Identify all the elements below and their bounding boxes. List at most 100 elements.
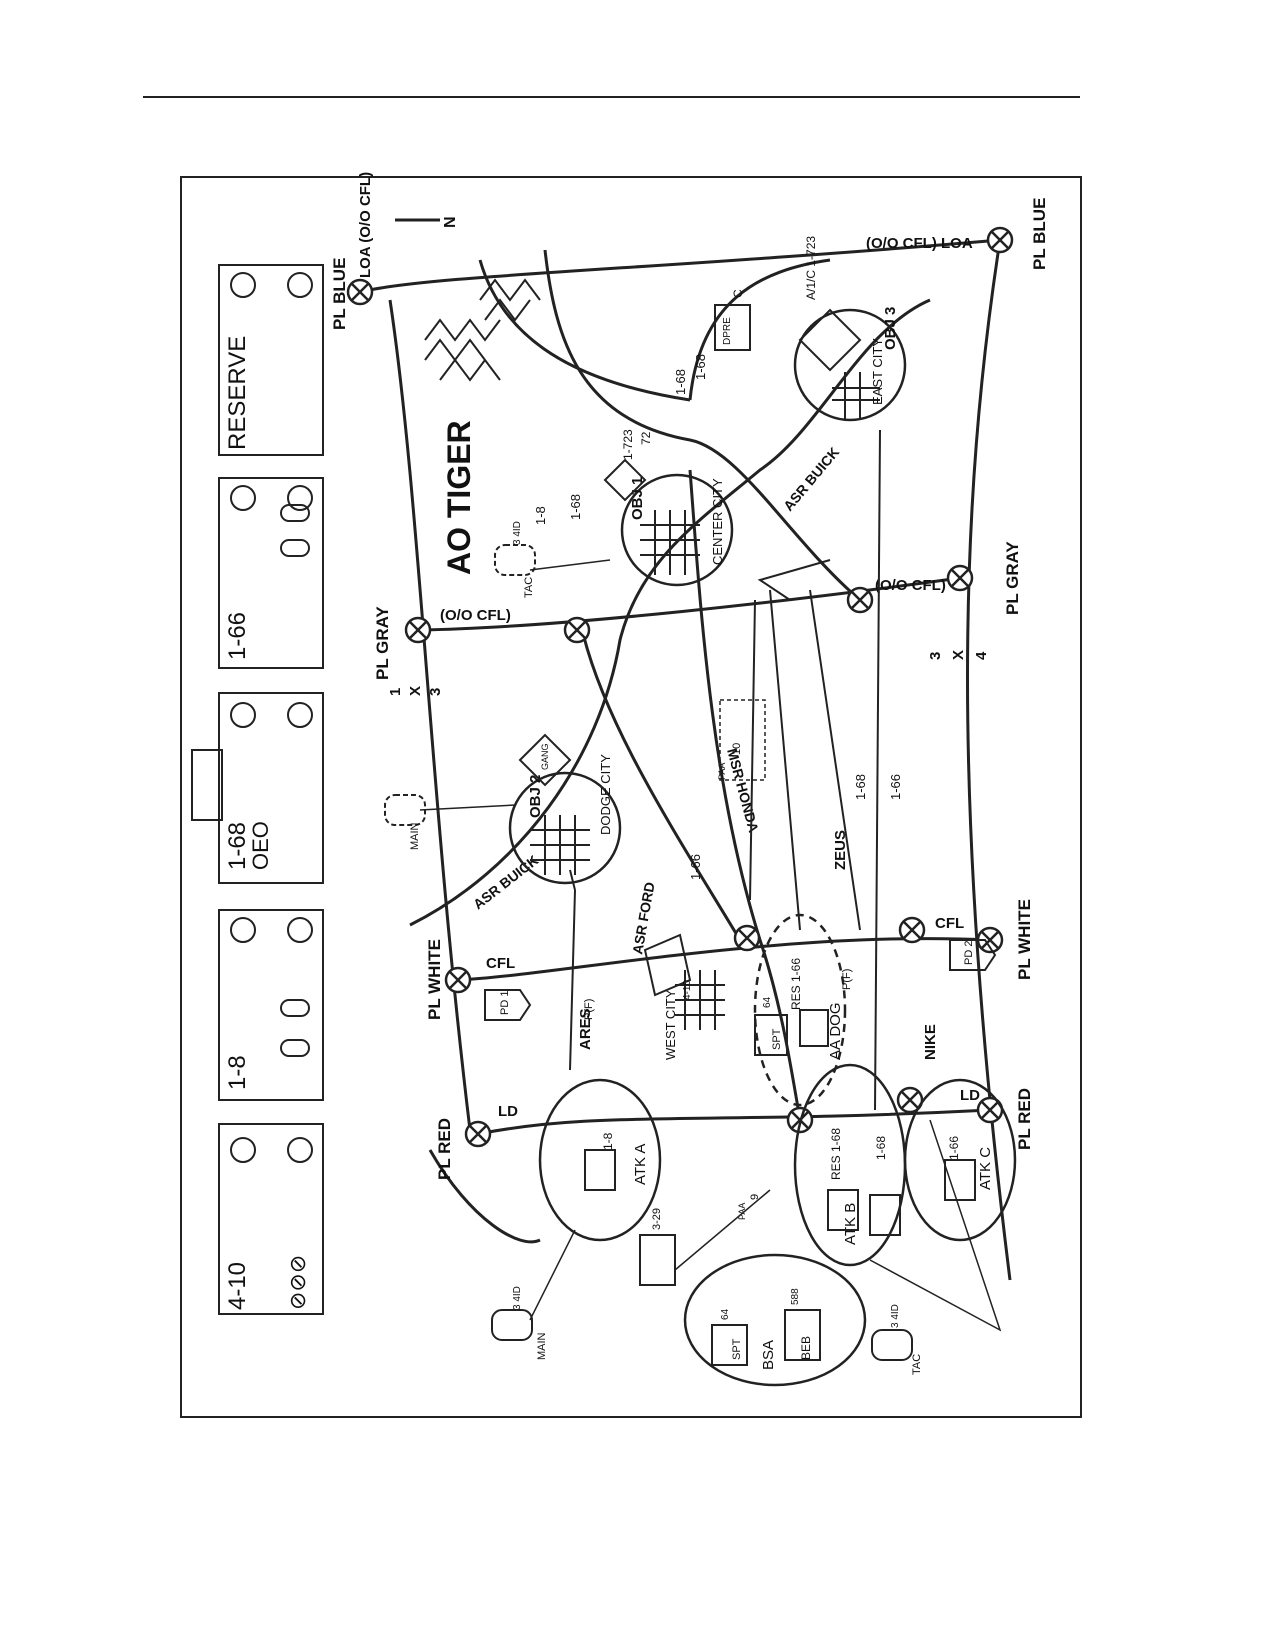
pf-label-2: P(F) [841, 969, 853, 990]
pl-red-marker-c [896, 1086, 924, 1114]
lower-left-route [428, 1149, 541, 1244]
paa-10-text: PAA [717, 763, 727, 780]
atk-b-label: ATK B [842, 1203, 859, 1245]
av-72-label: 72 [639, 431, 653, 445]
tac-cp-forward-num: 3 4ID [512, 521, 523, 545]
dpre-icon [714, 304, 751, 351]
task-org-box-1-8 [218, 909, 324, 1101]
map-frame [180, 176, 1082, 1418]
dpre-c: C [731, 289, 745, 298]
atk-b-unit-icon [869, 1194, 901, 1236]
unit-boundary-1-68-d: 1-68 [853, 774, 868, 800]
armor-icon [230, 485, 256, 511]
pl-gray-marker-east [946, 564, 974, 592]
axis-ares-arrow [569, 889, 576, 1071]
objectives [508, 308, 907, 885]
pl-red-marker-west [464, 1120, 492, 1148]
axis-zeus: ZEUS [832, 830, 849, 870]
boundary-34-x: X [950, 650, 967, 660]
aa-dog-label: AA DOG [827, 1002, 844, 1060]
unit-3-29-label: 3-29 [651, 1208, 663, 1230]
tac-cp-forward-icon [494, 544, 536, 576]
atk-b-unit: 1-68 [874, 1136, 888, 1160]
aa-dog-res-icon [799, 1009, 829, 1047]
pl-gray-label-west: PL GRAY [373, 606, 392, 680]
pd-icons [484, 939, 997, 1021]
axis-arrowhead [757, 559, 831, 601]
atk-a-unit: 1-8 [601, 1132, 615, 1150]
spt-64-num: 64 [762, 996, 773, 1008]
pd1-label: PD 1 [499, 991, 511, 1015]
forest-2 [479, 278, 541, 322]
bsa-label: BSA [760, 1340, 777, 1370]
pl-blue-marker-east [986, 226, 1014, 254]
boundary-east [966, 239, 1012, 1281]
task-org-label: 1-66 [224, 612, 251, 660]
paa-9-text: PAA [737, 1203, 747, 1220]
pl-blue-label-east: PL BLUE [1030, 198, 1049, 270]
beb-num: 588 [790, 1288, 801, 1305]
infantry-icon [287, 272, 313, 298]
link-main-obj2 [419, 804, 516, 811]
spt-64-label: SPT [771, 1028, 783, 1050]
axis-arrows [569, 429, 881, 1111]
infantry-icon [287, 485, 313, 511]
bsa-ellipse [683, 1253, 867, 1387]
boundary-34-a: 3 [927, 652, 944, 660]
axis-ares-arrowhead [569, 869, 576, 891]
spt-64-icon [754, 1014, 788, 1056]
task-org-box-reserve [218, 264, 324, 456]
avc-icon [798, 308, 862, 372]
atk-c-unit: 1-66 [947, 1136, 961, 1160]
aa-dog-ellipse [753, 913, 847, 1107]
axis-zeus-arrow [749, 589, 861, 931]
north-arrow: N [395, 216, 459, 228]
avc-label: A/1/C 1-723 [804, 236, 818, 300]
loa-label-west: LOA (O/O CFL) [357, 172, 374, 278]
task-org-label: RESERVE [224, 336, 251, 450]
task-org-symbols: ⊘⊘⊘ [285, 1255, 310, 1310]
gang-label: GANG [540, 743, 550, 770]
ao-title: AO TIGER [441, 420, 477, 575]
unit-boundary-1-68-b: 1-68 [693, 354, 708, 380]
pl-white-marker-west [444, 966, 472, 994]
pl-white-marker-mid [733, 924, 761, 952]
pd1-icon [484, 989, 532, 1021]
tac-cp-num: 3 4ID [890, 1304, 901, 1328]
tac-cp-icon [871, 1329, 913, 1361]
east-city-grid [832, 372, 880, 420]
pl-white-label-east: PL WHITE [1015, 899, 1034, 980]
bsa-spt-num: 64 [720, 1308, 731, 1320]
atk-a-ellipse [538, 1078, 662, 1242]
boundary-13-b: 3 [427, 688, 444, 696]
map-content: 4-10 ⊘⊘⊘ 1-8 1-68 OEO 1-66 RESERVE [191, 172, 1049, 1387]
pl-red-label-east: PL RED [1015, 1088, 1034, 1150]
infantry-icon [287, 1137, 313, 1163]
asr-ford-route [578, 619, 742, 941]
task-org-label: 4-10 [224, 1262, 251, 1310]
atk-b-res: RES 1-68 [829, 1128, 843, 1180]
atk-c-label: ATK C [977, 1147, 994, 1190]
paa-9-label: 9 [749, 1194, 761, 1200]
armor-unit-icon [280, 1039, 310, 1057]
west-city-grid [675, 970, 725, 1030]
pl-white-line [457, 937, 991, 982]
link-3-29 [674, 1189, 771, 1271]
task-org-label: 1-68 [224, 822, 251, 870]
pl-blue-marker-west [346, 278, 374, 306]
beb-label: BEB [799, 1336, 813, 1360]
av-1-723-label: 1-723 [621, 429, 635, 460]
page-header-rule [143, 96, 1080, 98]
pl-gray-line [417, 576, 961, 632]
unit-boundary-1-68-c: 1-68 [568, 494, 583, 520]
pl-gray-marker-c [846, 586, 874, 614]
phase-lines [359, 238, 1012, 1281]
obj2-city: DODGE CITY [598, 754, 613, 835]
atk-a-unit-icon [584, 1149, 616, 1191]
cp-4-10-icon [643, 933, 692, 997]
pl-markers [346, 226, 1014, 1148]
main-cp-forward-label: MAIN [409, 822, 421, 850]
pl-gray-marker-mid [563, 616, 591, 644]
armor-unit-icon [280, 539, 310, 557]
av-1-723-icon [603, 458, 647, 502]
